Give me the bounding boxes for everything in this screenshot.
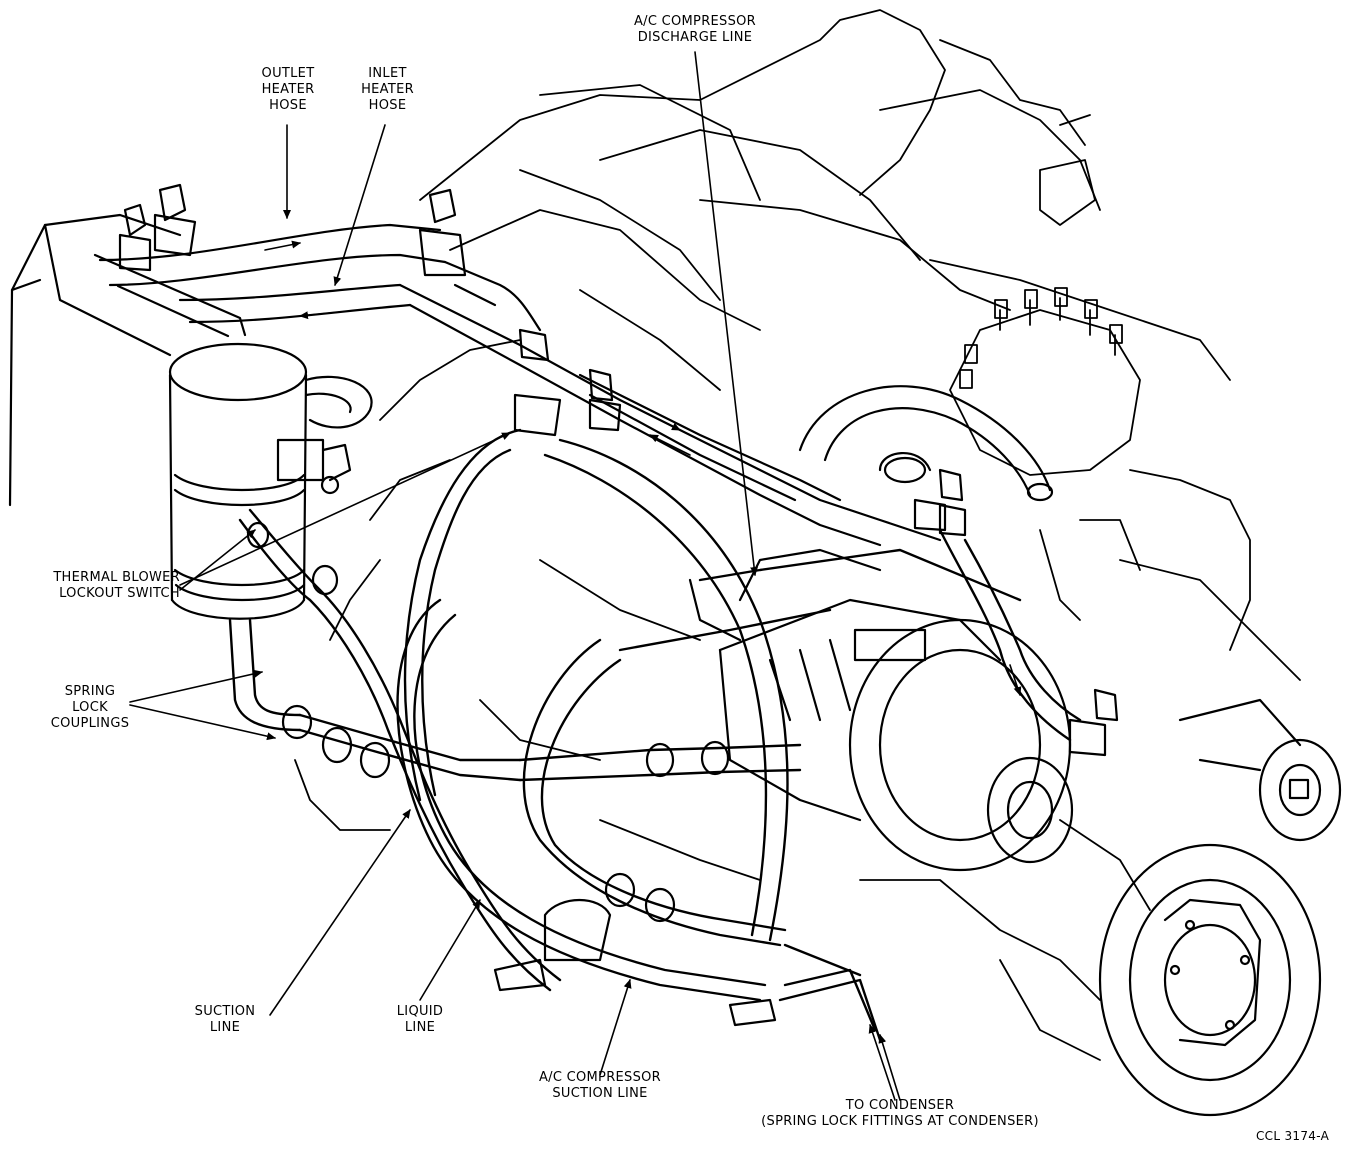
label-liquid-line: LIQUID LINE <box>396 1004 444 1035</box>
bypass-hose <box>798 385 1054 502</box>
flow-arrows <box>264 240 1022 696</box>
label-inlet-heater-hose: INLET HEATER HOSE <box>361 66 414 113</box>
discharge-line <box>698 528 1082 742</box>
suction-line <box>238 508 562 992</box>
crankshaft-pulley <box>1098 843 1322 1117</box>
distributor <box>949 287 1141 476</box>
label-outlet-heater-hose: OUTLET HEATER HOSE <box>261 66 315 113</box>
firewall-outline <box>8 213 182 507</box>
ac-compressor <box>688 548 1074 872</box>
engine-block <box>294 9 1301 1061</box>
accumulator-drier <box>168 342 373 620</box>
label-figure-code: CCL 3174-A <box>1256 1129 1330 1143</box>
label-to-condenser: TO CONDENSER (SPRING LOCK FITTINGS AT CO… <box>761 1098 1039 1129</box>
label-suction-line: SUCTION LINE <box>194 1004 256 1035</box>
water-pump-pulley <box>1178 698 1342 842</box>
heater-hoses <box>93 223 942 547</box>
callout-leaders <box>129 51 901 1101</box>
spring-lock-couplings <box>246 521 730 923</box>
label-spring-lock-couplings: SPRING LOCK COUPLINGS <box>50 684 130 731</box>
label-thermal-blower-lockout-switch: THERMAL BLOWER LOCKOUT SWITCH <box>53 570 180 601</box>
liquid-line-loop <box>403 428 802 942</box>
label-ac-compressor-suction-line: A/C COMPRESSOR SUCTION LINE <box>538 1070 662 1101</box>
lines-to-condenser <box>778 943 882 1042</box>
liquid-line <box>228 618 522 782</box>
label-ac-compressor-discharge-line: A/C COMPRESSOR DISCHARGE LINE <box>633 14 757 45</box>
thermal-blower-lockout-switch <box>276 438 352 495</box>
line-bracket <box>493 898 777 1027</box>
hose-clamps <box>118 183 1119 757</box>
compressor-suction-line <box>396 598 832 1002</box>
